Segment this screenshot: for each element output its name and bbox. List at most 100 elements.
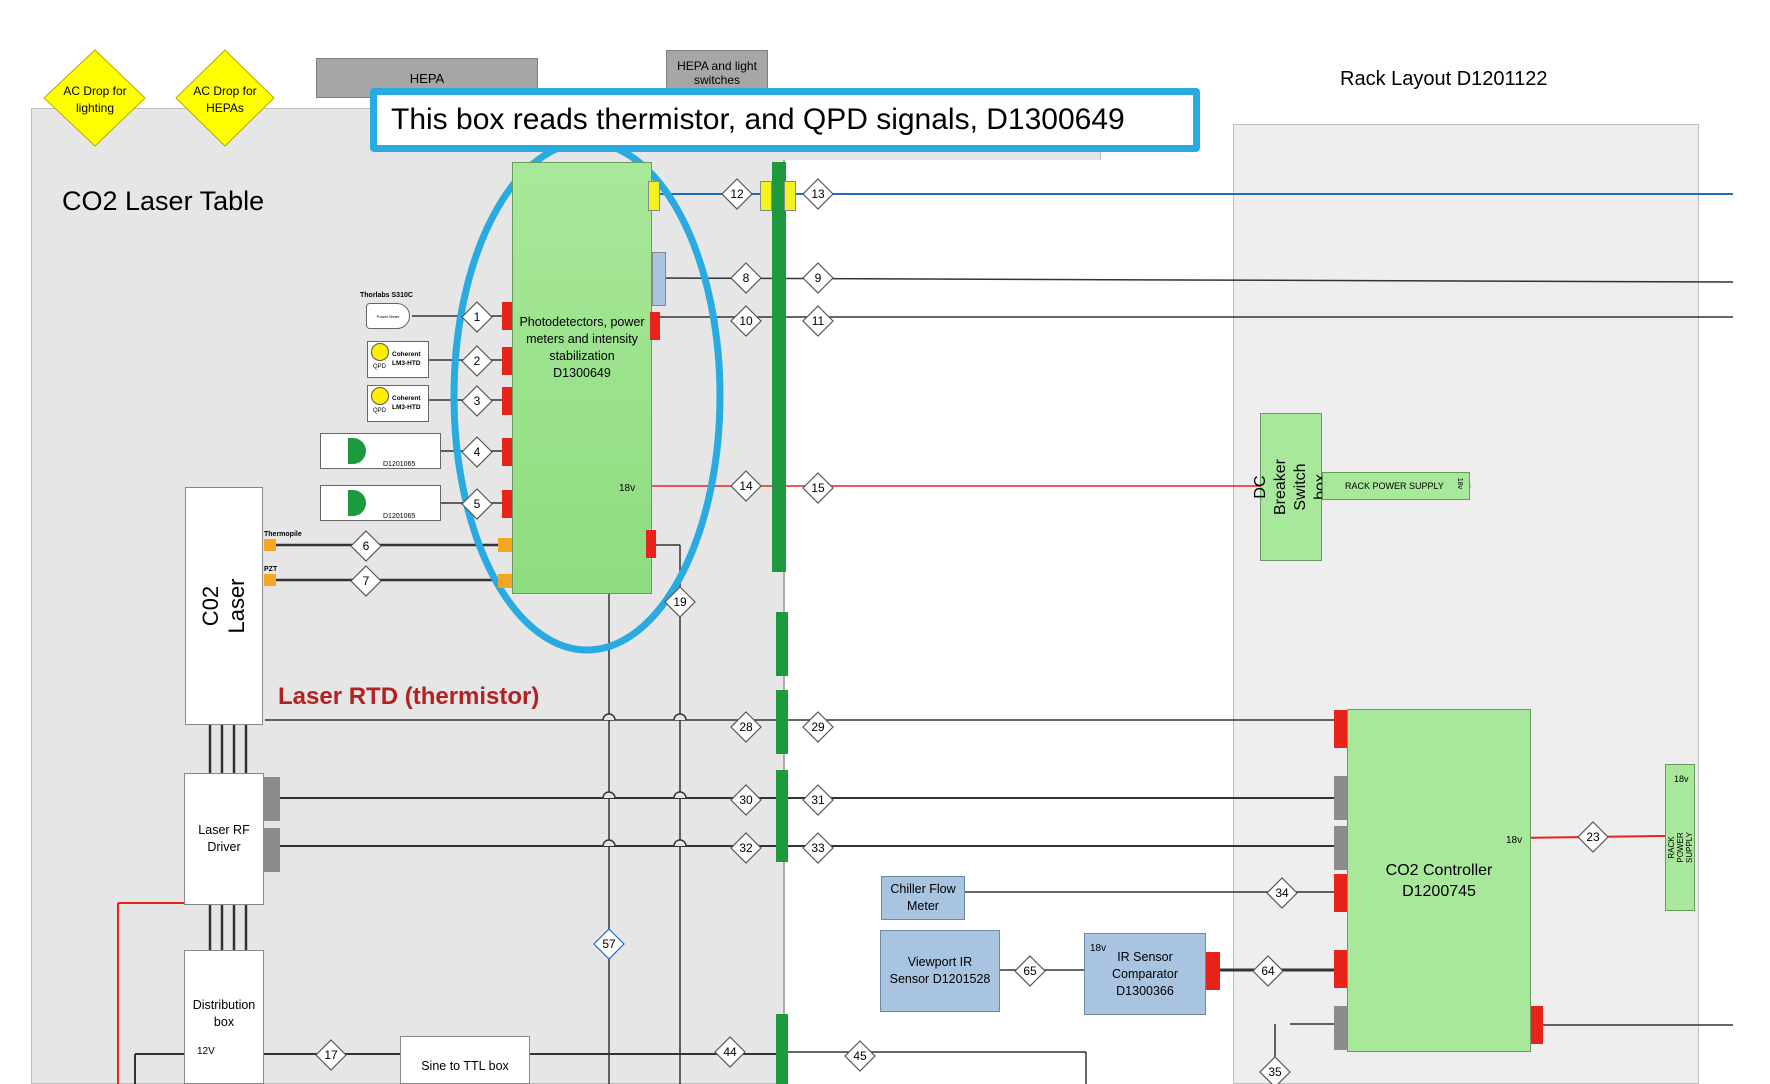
pzt-port xyxy=(264,574,276,586)
distribution-box: Distribution box xyxy=(184,950,264,1084)
co2-laser-label: C02 Laser xyxy=(198,578,249,634)
sine-ttl-box: Sine to TTL box xyxy=(400,1036,530,1084)
chiller-label: Chiller Flow Meter xyxy=(890,882,956,913)
connector-33 xyxy=(802,832,834,864)
connector-label-45: 45 xyxy=(853,1049,867,1063)
connector-label-13: 13 xyxy=(811,187,825,201)
connector-23 xyxy=(1577,821,1609,853)
connector-7 xyxy=(350,565,382,597)
connector-label-29: 29 xyxy=(811,720,825,734)
connector-label-30: 30 xyxy=(739,793,753,807)
port-pd-12 xyxy=(648,181,660,211)
connector-13 xyxy=(802,178,834,210)
connector-label-19: 19 xyxy=(673,595,687,609)
connector-44 xyxy=(714,1036,746,1068)
connector-label-7: 7 xyxy=(363,574,370,588)
ctrl-port-33 xyxy=(1334,826,1347,870)
thermopile-port xyxy=(264,539,276,551)
connector-label-4: 4 xyxy=(474,445,481,459)
ac-drop-hepas-shape xyxy=(175,49,275,147)
ac-drop-lighting-label: AC Drop for lighting xyxy=(63,84,127,115)
connector-label-32: 32 xyxy=(739,841,753,855)
pzt-label: PZT xyxy=(264,566,278,573)
connector-11 xyxy=(802,305,834,337)
photodetector-box: Photodetectors, power meters and intensi… xyxy=(512,162,652,594)
v18-text-rack-2: 18v xyxy=(1674,774,1689,784)
connector-29 xyxy=(802,711,834,743)
sine-ttl-label: Sine to TTL box xyxy=(421,1059,509,1073)
rack-layout-title: Rack Layout D1201122 xyxy=(1340,68,1548,90)
connector-label-12: 12 xyxy=(730,187,744,201)
connector-57 xyxy=(593,928,625,960)
connector-label-17: 17 xyxy=(324,1048,338,1062)
qpd-icon-2 xyxy=(371,387,389,405)
photodiode-4 xyxy=(320,433,441,469)
connector-label-8: 8 xyxy=(743,271,750,285)
connector-5 xyxy=(461,488,493,520)
ctrl-port-29 xyxy=(1334,710,1347,748)
callout-text: This box reads thermistor, and QPD signa… xyxy=(391,103,1125,136)
connector-label-15: 15 xyxy=(811,481,825,495)
ctrl-port-35 xyxy=(1334,1006,1347,1050)
rf-port-1 xyxy=(264,777,280,821)
ir-comparator-box: IR Sensor Comparator D1300366 xyxy=(1084,933,1206,1015)
connector-label-34: 34 xyxy=(1275,886,1289,900)
connector-4 xyxy=(461,436,493,468)
rf-driver-label: Laser RF Driver xyxy=(198,823,250,854)
connector-label-10: 10 xyxy=(739,314,753,328)
connector-30 xyxy=(730,784,762,816)
port-pd-19 xyxy=(646,530,656,558)
connector-label-3: 3 xyxy=(474,394,481,408)
connector-15 xyxy=(802,472,834,504)
connector-2 xyxy=(461,345,493,377)
v12-text: 12V xyxy=(197,1046,215,1057)
photodiode-icon-5 xyxy=(348,490,366,516)
connector-9 xyxy=(802,262,834,294)
rack-psu-2-box: RACK POWER SUPPLY xyxy=(1665,764,1695,911)
ir-comparator-label: IR Sensor Comparator D1300366 xyxy=(1112,949,1178,998)
power-meter-label: Power Meter xyxy=(376,313,400,319)
connector-label-33: 33 xyxy=(811,841,825,855)
connector-45 xyxy=(844,1040,876,1072)
connector-64 xyxy=(1252,955,1284,987)
connector-19 xyxy=(664,586,696,618)
port-pd-in-3 xyxy=(502,387,512,415)
ac-drop-hepas-label: AC Drop for HEPAs xyxy=(193,84,257,115)
ctrl-port-31 xyxy=(1334,776,1347,820)
photodiode-label-5: D1201065 xyxy=(383,513,416,520)
port-bus-yellow-b xyxy=(784,181,796,211)
connector-label-1: 1 xyxy=(474,310,481,324)
connector-31 xyxy=(802,784,834,816)
laser-rtd-label: Laser RTD (thermistor) xyxy=(278,683,540,710)
distribution-label: Distribution box xyxy=(192,998,256,1029)
chiller-box: Chiller Flow Meter xyxy=(881,876,965,920)
connector-12 xyxy=(721,178,753,210)
photodiode-icon-4 xyxy=(348,438,366,464)
viewport-label: Viewport IR Sensor D1201528 xyxy=(889,955,991,986)
connector-8 xyxy=(730,262,762,294)
callout-box: This box reads thermistor, and QPD signa… xyxy=(370,88,1200,152)
bus-bar-4 xyxy=(776,770,788,862)
port-pd-in-1 xyxy=(502,302,512,330)
connector-10 xyxy=(730,305,762,337)
table-title: CO2 Laser Table xyxy=(62,186,265,216)
ctrl-port-34 xyxy=(1334,874,1347,912)
connector-14 xyxy=(730,470,762,502)
connector-label-2: 2 xyxy=(474,354,481,368)
rack-psu-2-label: RACK POWER SUPPLY xyxy=(1666,832,1694,863)
connector-17 xyxy=(315,1039,347,1071)
hepa-label: HEPA xyxy=(409,70,445,86)
coherent-label-2: Coherent LM3-HTD xyxy=(392,395,421,411)
dc-breaker-box: DC Breaker Switch box xyxy=(1252,413,1329,561)
co2-controller-label: CO2 Controller D1200745 xyxy=(1385,862,1493,900)
qpd-icon-1 xyxy=(371,343,389,361)
connector-label-35: 35 xyxy=(1268,1065,1282,1079)
connector-label-28: 28 xyxy=(739,720,753,734)
ctrl-port-64 xyxy=(1334,950,1347,988)
connector-label-6: 6 xyxy=(363,539,370,553)
connector-label-64: 64 xyxy=(1261,964,1275,978)
port-pd-in-4 xyxy=(502,438,512,466)
blank-column xyxy=(785,160,1233,1084)
connector-label-57: 57 xyxy=(602,937,616,951)
v18-text-ir: 18v xyxy=(1090,943,1107,954)
